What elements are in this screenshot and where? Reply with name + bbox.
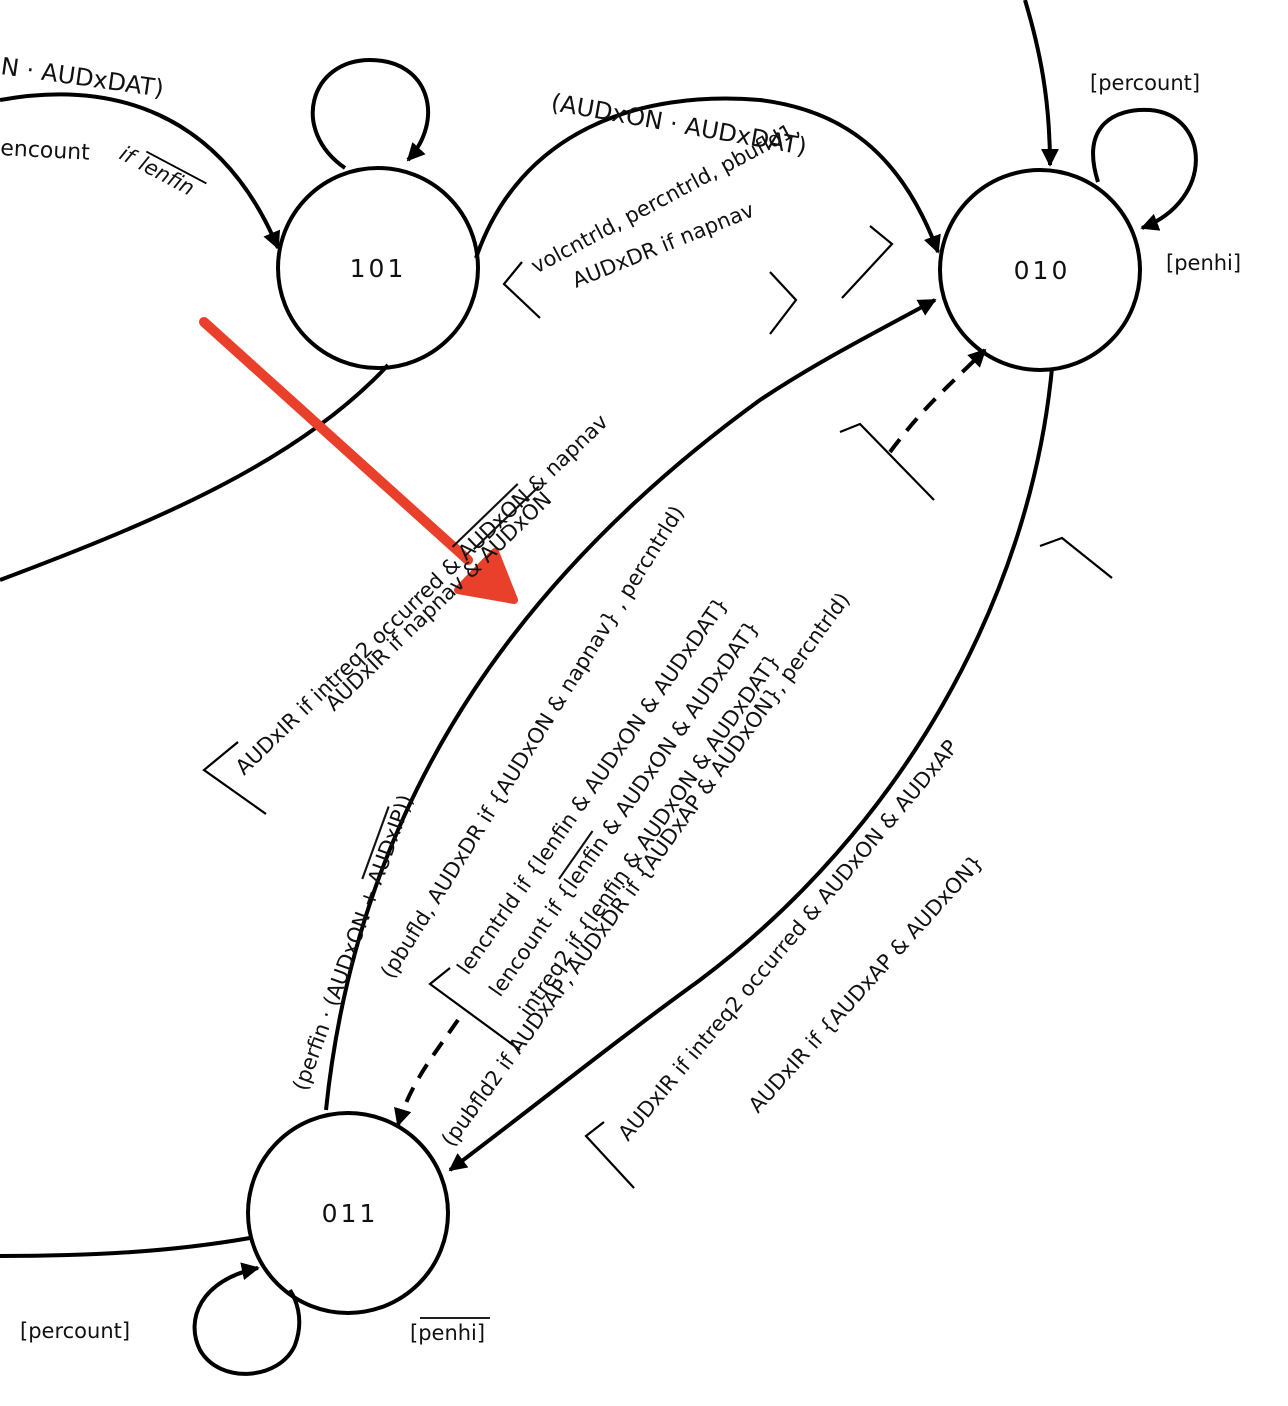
edge-top-into-010 [1023,0,1059,167]
edge-left-into-101 [0,92,281,250]
edge-101-to-010 [474,96,941,259]
edge-011-to-010 [324,298,937,1111]
label-percount-top: [percount] [1090,71,1200,95]
state-011[interactable]: 011 [246,1111,450,1315]
bracket-open [584,1121,635,1189]
state-010-label: 010 [1014,256,1071,285]
edge-011-to-left [0,1236,251,1258]
label-intreq-line2: AUDxIR if napnav & AUDxON [321,487,556,716]
bracket-open [202,741,267,815]
state-010[interactable]: 010 [938,168,1142,372]
state-101-label: 101 [350,254,407,283]
annotation-arrow-red [199,317,518,604]
self-loop-101 [310,57,431,170]
label-encount-partial: encount [0,136,91,166]
bracket-close [841,225,894,299]
label-lencount: lencount if {lenfin & AUDxON & AUDxDAT} [484,616,763,1001]
bracket-open [502,261,541,319]
label-pbufld: (pbufld, AUDxDR if {AUDxON & napnav} , p… [376,501,689,982]
bracket-open [428,967,521,1051]
bracket-close [839,422,935,501]
label-percount-bottom: [percount] [20,1319,130,1343]
label-penhi-top: [penhi] [1166,251,1241,275]
state-011-label: 011 [322,1199,379,1228]
bracket-close [769,271,798,335]
lenfin-text: lenfin [135,152,198,201]
self-loop-010 [1091,107,1198,231]
edge-010-to-011 [448,367,1054,1172]
bracket-volcntrld: volcntrld, percntrld, pbufld1, AUDxDR if… [502,116,894,319]
state-101[interactable]: 101 [276,166,480,370]
edge-101-to-lower-left [0,363,390,582]
label-audxir-ap-line2: AUDxIR if {AUDxAP & AUDxON} [744,850,988,1117]
edge-dashed-to-010 [888,348,987,454]
label-penhi-bottom: [penhi] [410,1321,485,1345]
edge-dashed-to-011 [394,1018,460,1127]
bracket-close [1039,536,1113,579]
lenfin-overline [145,150,207,185]
label-if-lenfin: if lenfin [116,141,207,201]
self-loop-011 [192,1262,302,1376]
